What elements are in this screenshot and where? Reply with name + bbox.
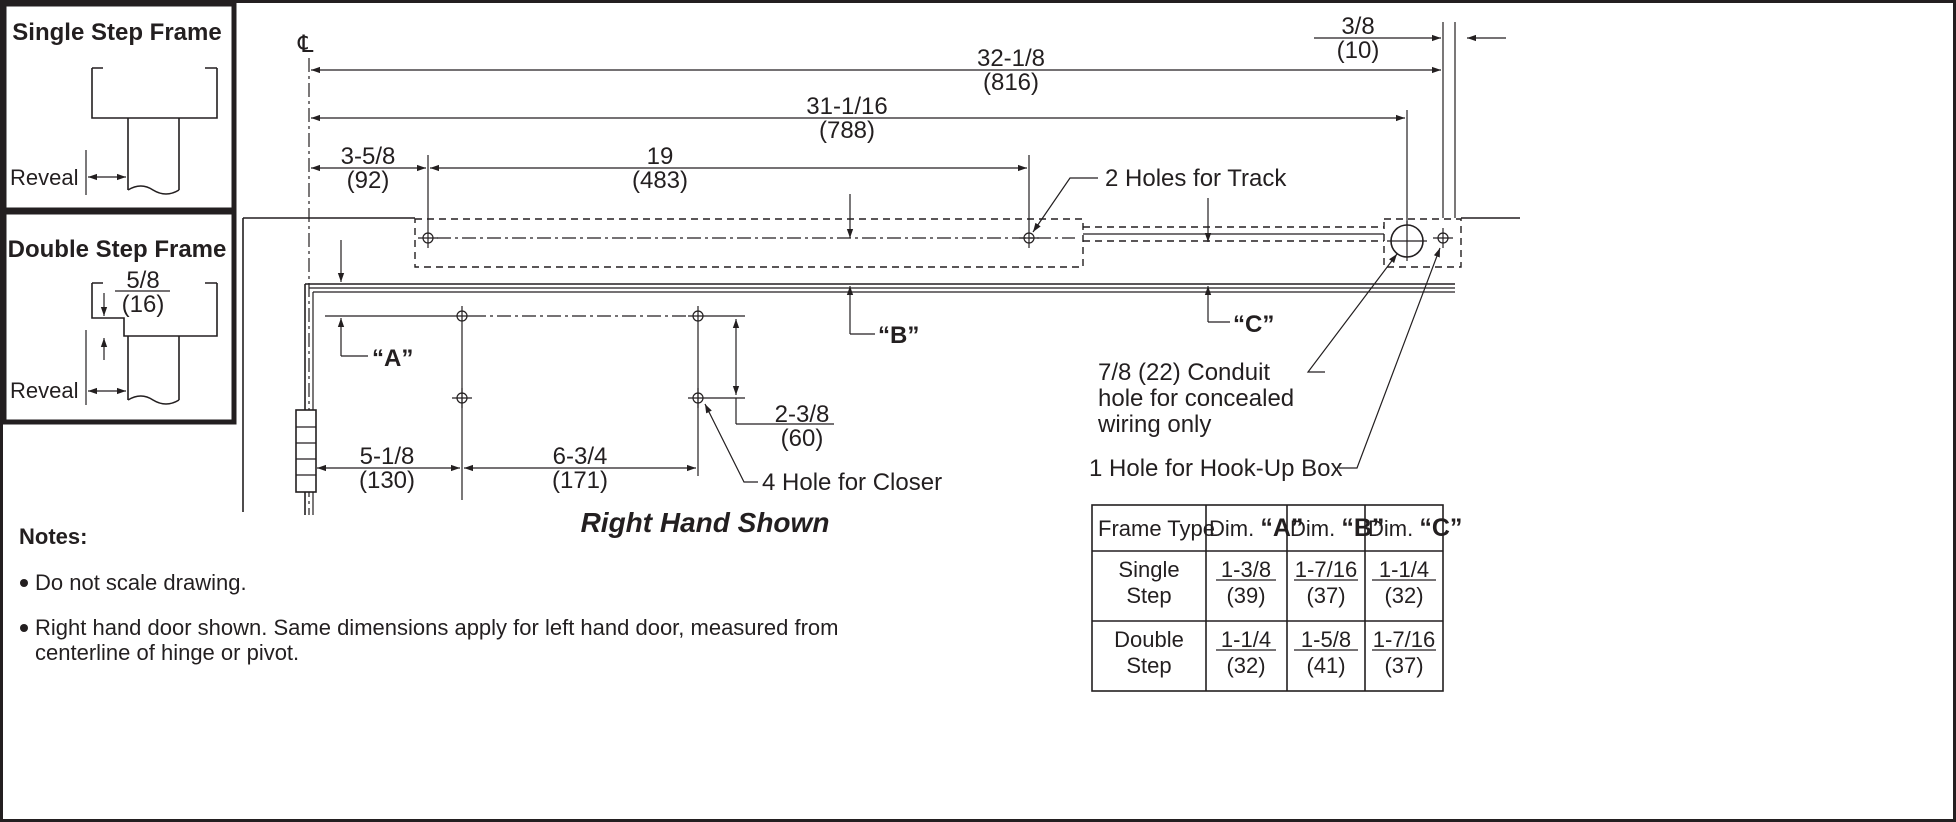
note-bullet-1 (20, 579, 28, 587)
double-step-title: Double Step Frame (8, 236, 227, 263)
centerline-symbol: ℄ (297, 31, 314, 58)
dimension-table: Frame Type Dim. “A” Dim. “B” Dim. “C” Si… (1091, 504, 1462, 692)
row1-type: Single (1118, 557, 1179, 582)
door-section (127, 118, 180, 190)
note-1: Do not scale drawing. (35, 570, 247, 595)
dim-32-1-8-mm: (816) (983, 69, 1039, 96)
hookup-hole (1433, 228, 1453, 248)
row2-type-2: Step (1126, 653, 1171, 678)
conduit-callout-line1: 7/8 (22) Conduit (1098, 359, 1270, 386)
row1-b-in: 1-7/16 (1295, 557, 1357, 582)
track-hole-left (418, 228, 438, 248)
dim-2-3-8-mm: (60) (781, 425, 824, 452)
row2-a-mm: (32) (1226, 653, 1265, 678)
caption-right-hand-shown: Right Hand Shown (581, 507, 830, 538)
double-step-dim: 5/8 (126, 267, 159, 294)
th-dim-b: Dim. “B” (1290, 514, 1384, 542)
dim-b-label: “B” (878, 322, 919, 349)
dim-3-5-8-mm: (92) (347, 167, 390, 194)
dim-19-mm: (483) (632, 167, 688, 194)
track-hole-right (1019, 228, 1039, 248)
single-step-frame-panel: Single Step Frame Reveal (1, 1, 237, 213)
conduit-callout-line2: hole for concealed (1098, 385, 1294, 412)
dim-3-5-8: 3-5/8 (341, 143, 396, 170)
dim-a-label: “A” (372, 345, 413, 372)
closer-holes-callout: 4 Hole for Closer (762, 469, 942, 496)
row1-type-2: Step (1126, 583, 1171, 608)
dim-6-3-4: 6-3/4 (553, 443, 608, 470)
row2-b-in: 1-5/8 (1301, 627, 1351, 652)
th-frame-type: Frame Type (1098, 516, 1215, 541)
conduit-callout-line3: wiring only (1097, 411, 1211, 438)
hookup-box-outline (1383, 218, 1462, 268)
closer-holes (452, 306, 708, 408)
row1-a-mm: (39) (1226, 583, 1265, 608)
dim-5-1-8: 5-1/8 (360, 443, 415, 470)
double-step-frame-panel: Double Step Frame 5/8 (16) Reveal (1, 209, 237, 425)
row2-type: Double (1114, 627, 1184, 652)
row2-c-in: 1-7/16 (1373, 627, 1435, 652)
row2-b-mm: (41) (1306, 653, 1345, 678)
row1-b-mm: (37) (1306, 583, 1345, 608)
single-step-title: Single Step Frame (12, 19, 221, 46)
row1-c-in: 1-1/4 (1379, 557, 1429, 582)
th-dim-c: Dim. “C” (1368, 514, 1462, 542)
dim-6-3-4-mm: (171) (552, 467, 608, 494)
hinge (295, 409, 317, 493)
dim-5-1-8-mm: (130) (359, 467, 415, 494)
dim-31-1-16-mm: (788) (819, 117, 875, 144)
row1-c-mm: (32) (1384, 583, 1423, 608)
dim-3-8: 3/8 (1341, 13, 1374, 40)
track-holes-callout: 2 Holes for Track (1105, 165, 1287, 192)
dim-31-1-16: 31-1/16 (806, 93, 887, 120)
row2-c-mm: (37) (1384, 653, 1423, 678)
dim-3-8-mm: (10) (1337, 37, 1380, 64)
single-reveal-label: Reveal (10, 165, 78, 190)
dim-19: 19 (647, 143, 674, 170)
note-2: Right hand door shown. Same dimensions a… (35, 615, 838, 640)
dim-c-label: “C” (1233, 311, 1274, 338)
notes-heading: Notes: (19, 524, 87, 549)
double-step-dim-mm: (16) (122, 291, 165, 318)
note-bullet-2 (20, 624, 28, 632)
th-dim-a: Dim. “A” (1209, 514, 1303, 542)
conduit-hole (1387, 221, 1427, 261)
dim-32-1-8: 32-1/8 (977, 45, 1045, 72)
row1-a-in: 1-3/8 (1221, 557, 1271, 582)
row2-a-in: 1-1/4 (1221, 627, 1271, 652)
double-reveal-label: Reveal (10, 378, 78, 403)
note-2-cont: centerline of hinge or pivot. (35, 640, 299, 665)
track-outline (414, 218, 1084, 268)
hookup-callout: 1 Hole for Hook-Up Box (1089, 455, 1342, 482)
